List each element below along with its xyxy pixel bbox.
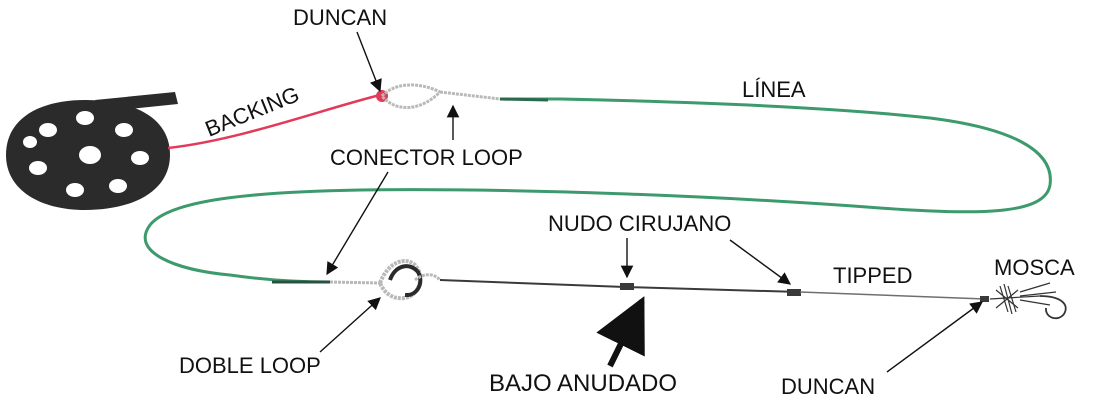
surgeon-knot-2	[787, 289, 801, 296]
fly-line	[143, 97, 1052, 284]
fly-icon	[989, 282, 1067, 320]
reel-holes	[23, 111, 149, 197]
label-linea: LÍNEA	[742, 77, 806, 102]
double-loop-knot	[377, 259, 442, 301]
pointer-arrows	[319, 31, 984, 373]
backing-line	[167, 93, 381, 150]
label-bajo-anudado: BAJO ANUDADO	[489, 370, 677, 397]
surgeon-knot-1	[620, 283, 634, 290]
tippet-line	[799, 291, 986, 300]
label-tipped: TIPPED	[833, 263, 912, 288]
arrow-duncan-bottom	[886, 301, 984, 373]
fly-reel-icon	[6, 92, 178, 210]
arrow-duncan-top	[356, 31, 382, 93]
label-mosca: MOSCA	[994, 255, 1075, 280]
arrow-doble-loop	[319, 297, 381, 353]
label-doble-loop: DOBLE LOOP	[179, 353, 321, 378]
hook-icon	[1039, 295, 1067, 320]
label-duncan-top: DUNCAN	[293, 5, 387, 30]
label-duncan-bottom: DUNCAN	[781, 374, 875, 399]
connector-loop-top	[380, 83, 443, 109]
arrow-nudo-cirujano-2	[729, 239, 792, 285]
duncan-knot-bottom	[980, 296, 989, 302]
arrow-conector-loop-bottom	[326, 171, 389, 276]
label-conector-loop: CONECTOR LOOP	[330, 145, 523, 170]
label-nudo-cirujano: NUDO CIRUJANO	[548, 211, 731, 236]
arrow-bajo-anudado	[596, 296, 645, 368]
